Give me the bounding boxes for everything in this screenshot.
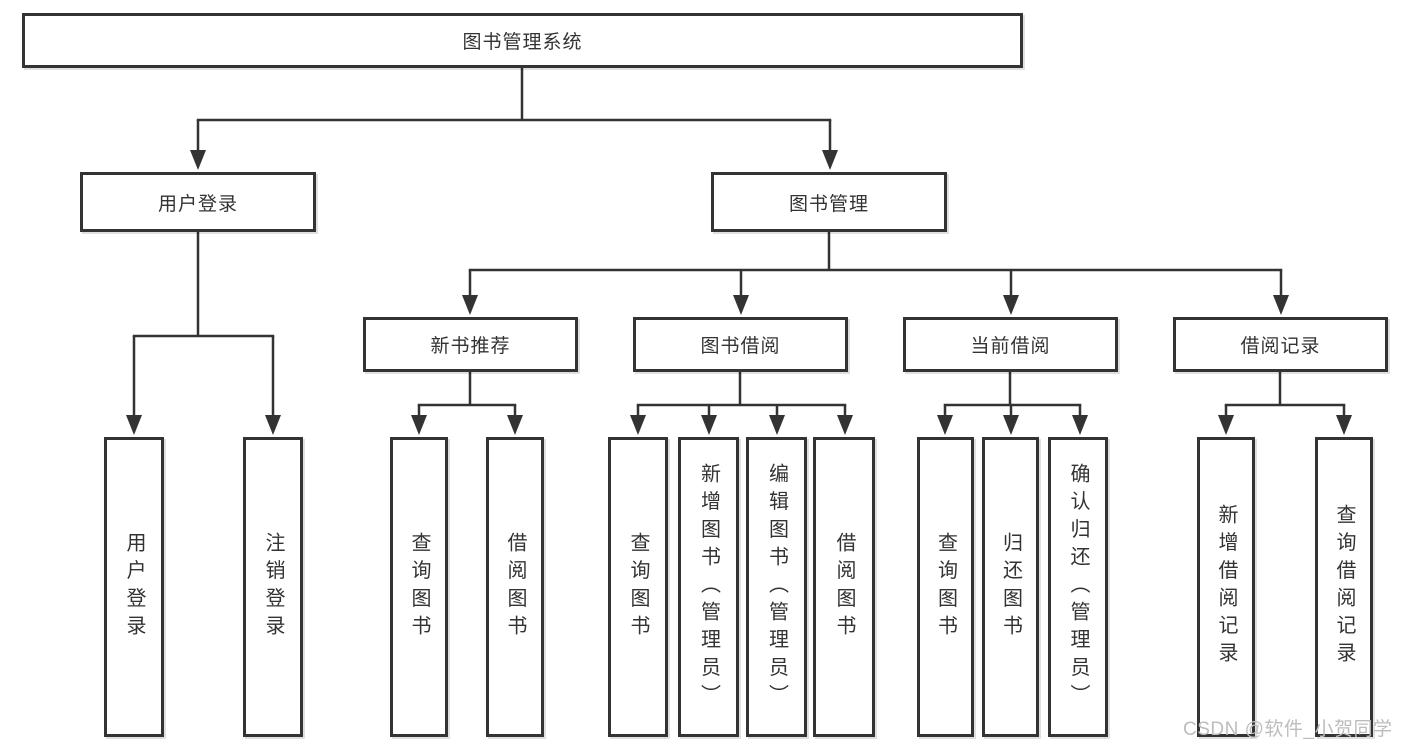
- connector-current-borrow-children: [937, 372, 1088, 435]
- connector-book-borrow-children: [630, 372, 853, 435]
- node-book-management: 图书管理: [711, 172, 947, 232]
- leaf-rec-borrow-books-label: 借阅图书: [504, 531, 526, 643]
- node-book-borrow-label: 图书借阅: [700, 336, 781, 357]
- connector-borrow-records-children: [1218, 372, 1352, 435]
- leaf-bb-add-books-label: 新增图书（管理员）: [697, 462, 720, 712]
- leaf-bb-query-books-label: 查询图书: [627, 531, 649, 643]
- leaf-br-add-record-label: 新增借阅记录: [1215, 504, 1237, 670]
- leaf-bb-add-books: 新增图书（管理员）: [678, 437, 739, 737]
- leaf-user-login: 用户登录: [104, 437, 164, 737]
- leaf-bb-borrow-books-label: 借阅图书: [833, 531, 855, 643]
- leaf-cb-return-books-label: 归还图书: [999, 531, 1022, 643]
- connector-user-login-children: [126, 232, 281, 435]
- node-borrow-records: 借阅记录: [1173, 317, 1388, 372]
- leaf-cb-return-books: 归还图书: [982, 437, 1039, 737]
- csdn-watermark: CSDN @软件_小贺同学: [1183, 719, 1393, 740]
- node-book-borrow: 图书借阅: [633, 317, 848, 372]
- leaf-user-login-label: 用户登录: [123, 531, 145, 643]
- leaf-br-query-record-label: 查询借阅记录: [1333, 504, 1355, 670]
- node-new-book-recommend: 新书推荐: [363, 317, 578, 372]
- leaf-rec-query-books: 查询图书: [390, 437, 448, 737]
- leaf-rec-borrow-books: 借阅图书: [486, 437, 544, 737]
- node-borrow-records-label: 借阅记录: [1240, 336, 1321, 357]
- connector-new-book-rec-children: [411, 372, 523, 435]
- node-new-book-recommend-label: 新书推荐: [430, 336, 511, 357]
- connector-book-management-children: [462, 232, 1289, 315]
- leaf-cb-confirm-return: 确认归还（管理员）: [1048, 437, 1108, 737]
- leaf-br-query-record: 查询借阅记录: [1315, 437, 1373, 737]
- leaf-br-add-record: 新增借阅记录: [1197, 437, 1255, 737]
- node-current-borrow: 当前借阅: [903, 317, 1118, 372]
- leaf-rec-query-books-label: 查询图书: [408, 531, 430, 643]
- node-root-library-system: 图书管理系统: [22, 13, 1023, 68]
- node-root-label: 图书管理系统: [462, 32, 583, 53]
- leaf-cb-query-books: 查询图书: [917, 437, 974, 737]
- leaf-cb-query-books-label: 查询图书: [934, 531, 957, 643]
- leaf-logout-label: 注销登录: [262, 531, 284, 643]
- connector-root-to-level2: [190, 68, 838, 170]
- leaf-bb-query-books: 查询图书: [608, 437, 668, 737]
- node-user-login: 用户登录: [80, 172, 316, 232]
- leaf-cb-confirm-return-label: 确认归还（管理员）: [1067, 462, 1089, 712]
- leaf-bb-borrow-books: 借阅图书: [813, 437, 875, 737]
- leaf-logout: 注销登录: [243, 437, 303, 737]
- node-user-login-label: 用户登录: [157, 193, 238, 215]
- leaf-bb-edit-books: 编辑图书（管理员）: [746, 437, 807, 737]
- node-book-management-label: 图书管理: [788, 193, 869, 215]
- leaf-bb-edit-books-label: 编辑图书（管理员）: [765, 462, 788, 712]
- node-current-borrow-label: 当前借阅: [970, 336, 1051, 357]
